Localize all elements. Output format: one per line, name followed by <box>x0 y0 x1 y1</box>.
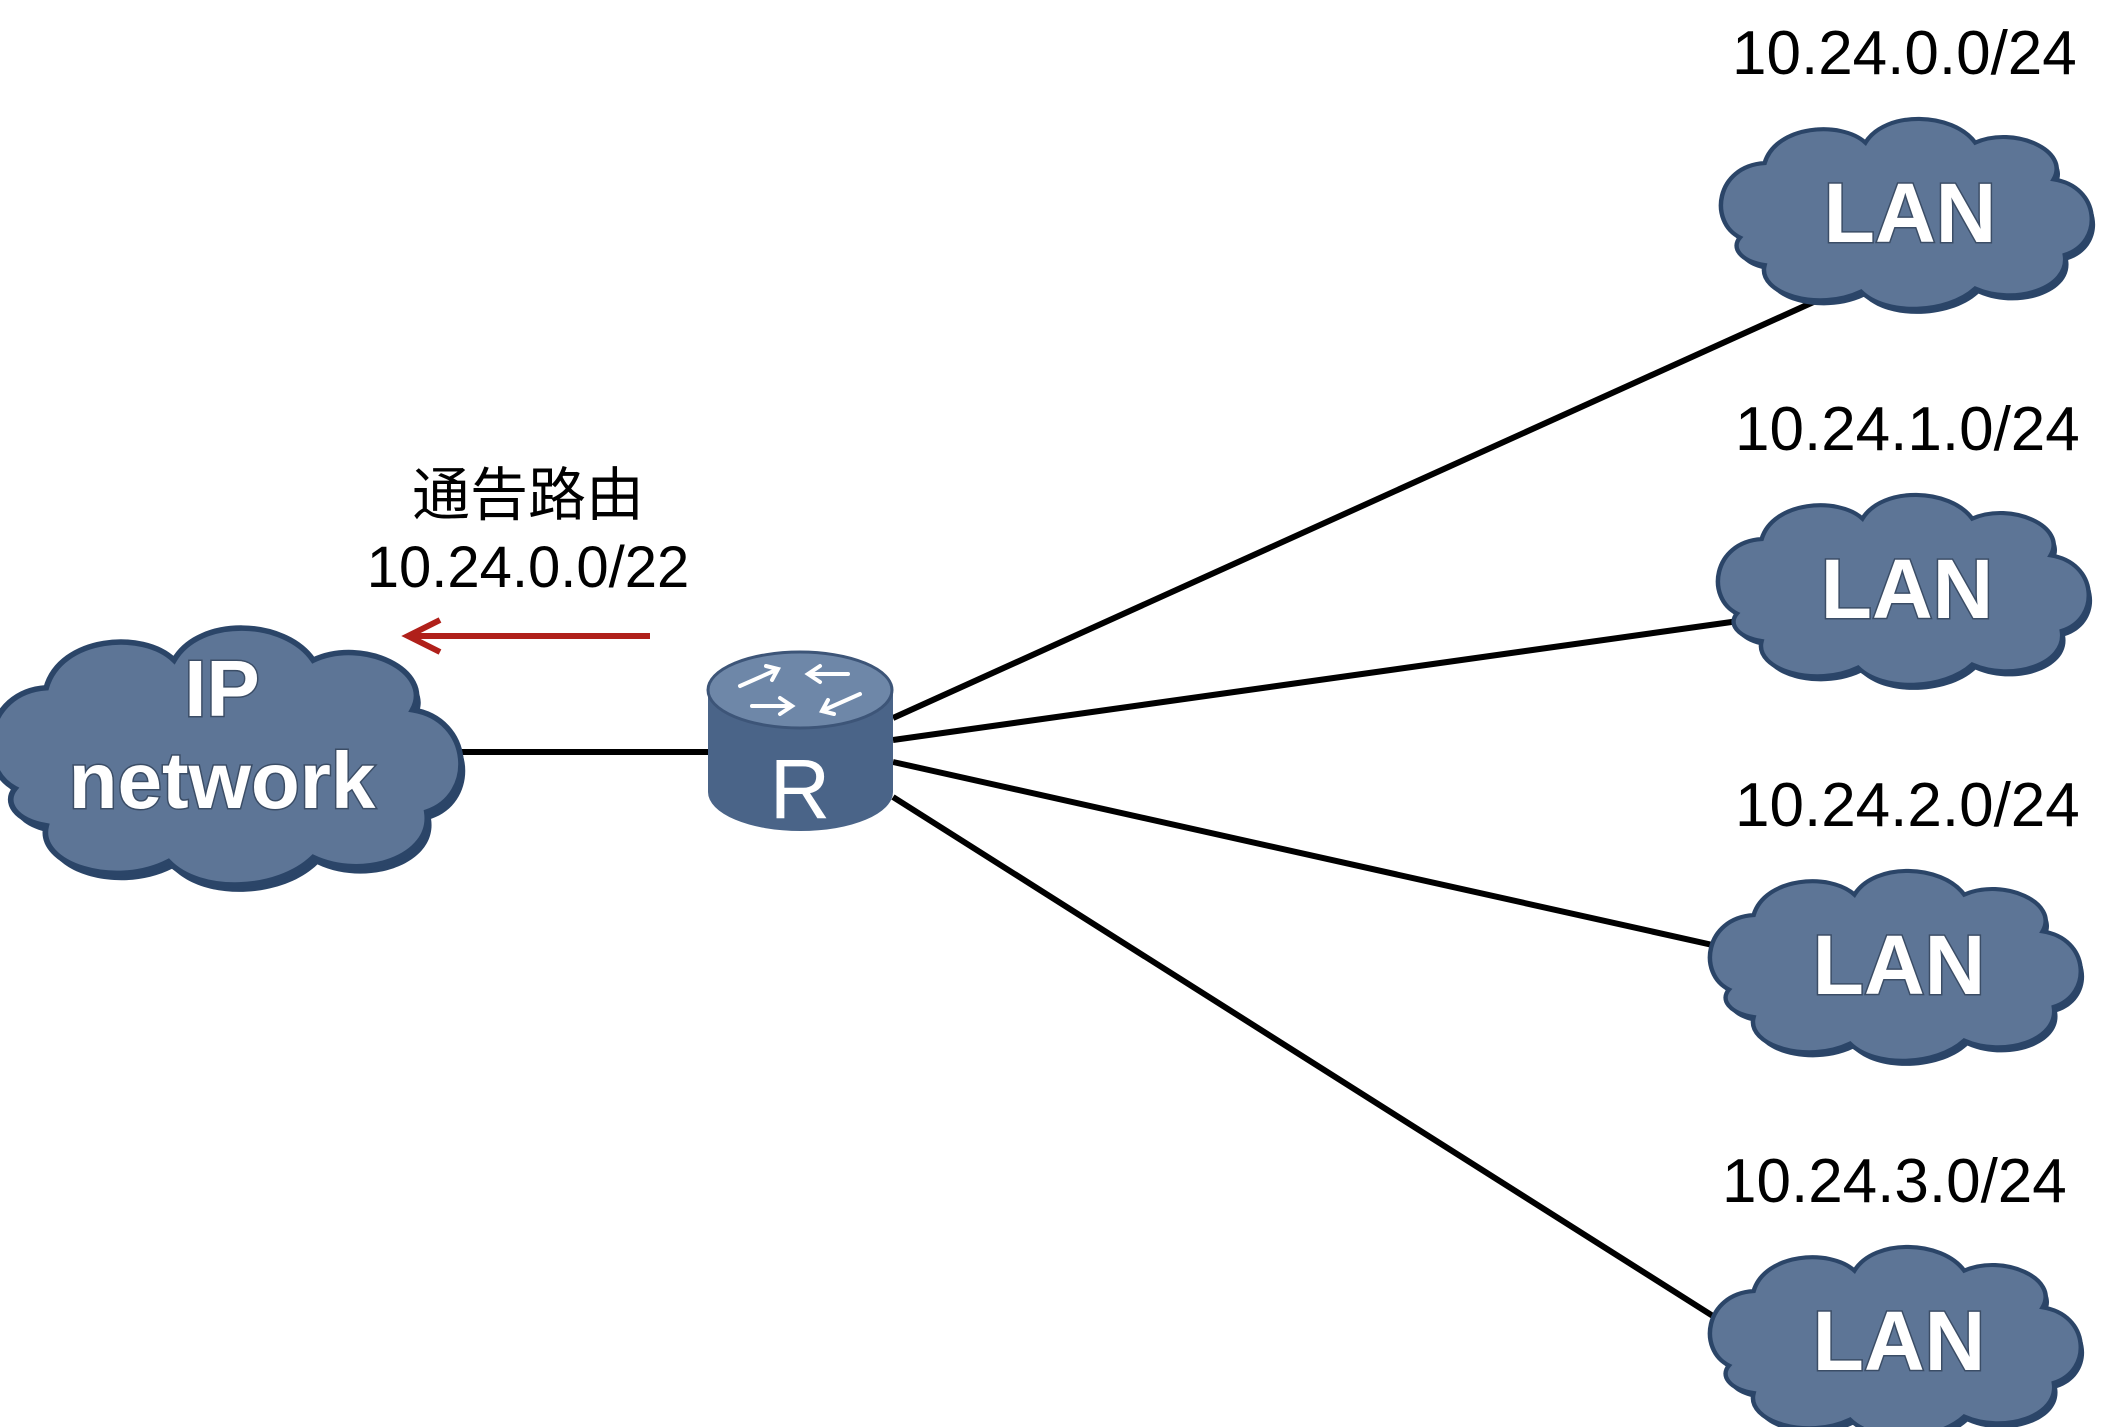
link-router-to-lan-2 <box>892 615 1761 743</box>
router-label: R <box>770 742 831 836</box>
route-advertisement-prefix: 10.24.0.0/22 <box>366 535 690 600</box>
advertisement-arrow <box>401 617 650 655</box>
link-router-to-lan-4 <box>891 794 1737 1333</box>
lan-label-3: LAN <box>1813 918 1986 1012</box>
lan-subnet-3: 10.24.2.0/24 <box>1735 771 2080 840</box>
lan-label-4: LAN <box>1813 1294 1986 1388</box>
lan-label-2: LAN <box>1821 542 1994 636</box>
link-router-to-lan-3 <box>892 759 1736 953</box>
route-advertisement-title: 通告路由 <box>411 461 644 529</box>
lan-subnet-2: 10.24.1.0/24 <box>1735 395 2080 464</box>
route-advertisement-caption: 通告路由 10.24.0.0/22 <box>318 448 738 601</box>
network-links <box>450 287 1842 1333</box>
lan-subnet-4: 10.24.3.0/24 <box>1722 1147 2067 1216</box>
ip-network-label-line2: network <box>69 736 376 825</box>
link-router-to-lan-1 <box>891 287 1842 721</box>
lan-subnet-1: 10.24.0.0/24 <box>1732 19 2077 88</box>
lan-label-1: LAN <box>1824 166 1997 260</box>
router-icon <box>706 650 894 832</box>
ip-network-label-line1: IP <box>184 644 260 733</box>
